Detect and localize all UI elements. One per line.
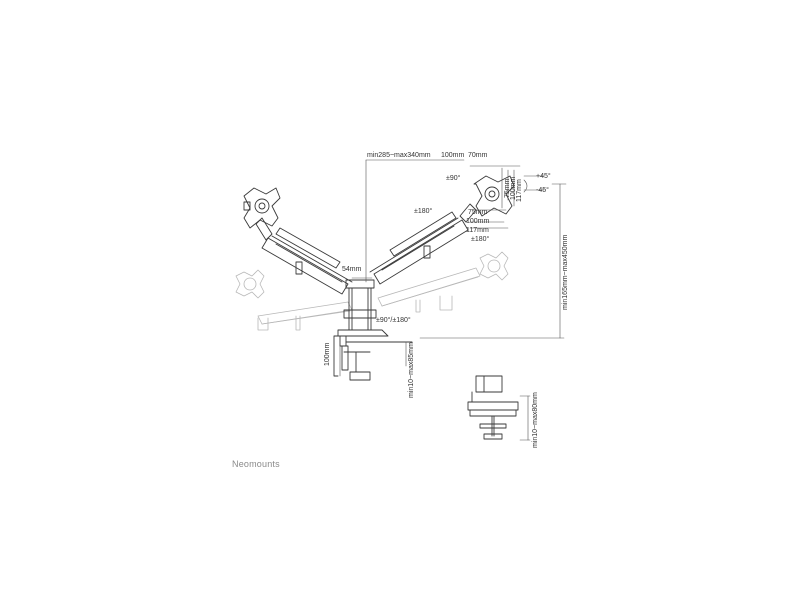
arm-reach-label: min285~max340mm	[367, 152, 431, 159]
base-rotation-label: ±90°/±180°	[376, 317, 411, 324]
vesa-75-horizontal-label: 75mm	[468, 209, 488, 216]
vesa-117-horizontal-label: 117mm	[466, 227, 489, 234]
tilt-front-label: ±90°	[446, 175, 461, 182]
grommet-detail	[467, 375, 519, 440]
right-upper-arm	[369, 203, 477, 285]
swivel-lower-label: ±180°	[471, 236, 490, 243]
brand-logo-text: Neomounts	[232, 459, 280, 469]
clamp-depth-label: 100mm	[324, 342, 331, 366]
tilt-up-label: +45°	[536, 173, 551, 180]
clamp-range-label: min10~max85mm	[408, 342, 415, 398]
height-range-label: min165mm~max450mm	[562, 234, 569, 310]
swivel-mid-label: ±180°	[414, 208, 433, 215]
vesa-117-vertical-label: 117mm	[516, 179, 523, 202]
vesa-100-horizontal-label: 100mm	[466, 218, 490, 225]
ghost-arms	[235, 251, 509, 331]
grommet-range-label: min10~max80mm	[532, 392, 539, 448]
tilt-down-label: -45°	[536, 187, 549, 194]
left-vesa-plate	[243, 187, 281, 229]
pole-width-label: 54mm	[342, 266, 362, 273]
dimension-lines	[339, 159, 567, 441]
vesa-100-label: 100mm	[441, 152, 465, 159]
left-upper-arm	[255, 217, 353, 295]
desk-clamp	[333, 329, 413, 381]
right-vesa-plate	[473, 175, 515, 217]
central-pole	[343, 279, 377, 331]
vesa-70-label: 70mm	[468, 152, 488, 159]
